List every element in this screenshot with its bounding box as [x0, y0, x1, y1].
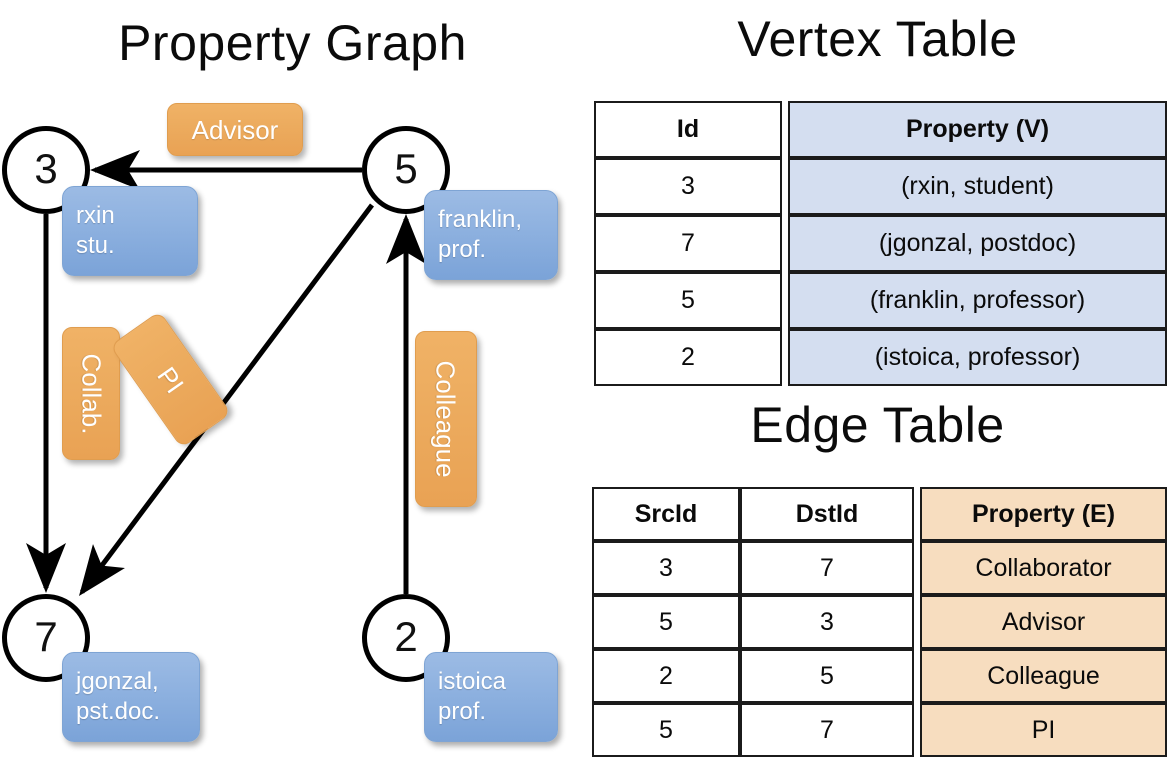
vertex-row-1-property: (jgonzal, postdoc) [788, 215, 1167, 272]
node-2-property-line-2: prof. [438, 698, 487, 725]
node-2-property-line-1: istoica [438, 668, 507, 695]
edge-row-2-dst: 5 [740, 649, 914, 703]
edge-table-header-dstid: DstId [740, 487, 914, 541]
node-5-property-line-1: franklin, [438, 206, 523, 233]
table-row[interactable]: 3 7 Collaborator [592, 541, 1167, 595]
vertex-row-3-property: (istoica, professor) [788, 329, 1167, 386]
node-5-property-line-2: prof. [438, 236, 487, 263]
edge-label-advisor-text: Advisor [191, 114, 279, 145]
edge-table: SrcId DstId Property (E) 3 7 Collaborato… [592, 487, 1167, 757]
node-7-property-line-1: jgonzal, [76, 668, 159, 695]
edge-row-0-src: 3 [592, 541, 740, 595]
node-3-property-line-2: stu. [76, 232, 115, 259]
node-3-property-box: rxin stu. [62, 186, 198, 276]
table-row[interactable]: 2 (istoica, professor) [594, 329, 1167, 386]
node-7-property-line-2: pst.doc. [76, 698, 161, 725]
vertex-row-2-id: 5 [594, 272, 782, 329]
graph-node-7-id: 7 [34, 613, 58, 661]
edge-label-colleague: Colleague [415, 331, 477, 507]
edge-label-colleague-text: Colleague [431, 360, 461, 478]
edge-row-2-src: 2 [592, 649, 740, 703]
node-7-property-box: jgonzal, pst.doc. [62, 652, 200, 742]
graph-node-3-id: 3 [34, 145, 58, 193]
vertex-row-0-property: (rxin, student) [788, 158, 1167, 215]
vertex-table: Id Property (V) 3 (rxin, student) 7 (jgo… [594, 101, 1167, 386]
property-graph-diagram: 3 5 7 2 rxin stu. franklin, prof. jgonza… [2, 103, 558, 742]
table-row[interactable]: 5 7 PI [592, 703, 1167, 757]
node-3-property-line-1: rxin [76, 202, 115, 229]
graph-node-5-id: 5 [394, 145, 418, 193]
edge-label-advisor: Advisor [167, 103, 303, 156]
edge-row-1-dst: 3 [740, 595, 914, 649]
edge-row-0-dst: 7 [740, 541, 914, 595]
edge-table-header-property: Property (E) [920, 487, 1167, 541]
graph-edges-svg [26, 150, 426, 597]
table-row[interactable]: 7 (jgonzal, postdoc) [594, 215, 1167, 272]
table-row[interactable]: 5 3 Advisor [592, 595, 1167, 649]
edge-row-1-src: 5 [592, 595, 740, 649]
vertex-row-2-property: (franklin, professor) [788, 272, 1167, 329]
edge-label-collab: Collab. [62, 327, 120, 460]
vertex-table-header-row: Id Property (V) [594, 101, 1167, 158]
vertex-row-0-id: 3 [594, 158, 782, 215]
edge-label-pi-text: PI [151, 360, 190, 399]
vertex-table-header-id: Id [594, 101, 782, 158]
vertex-row-1-id: 7 [594, 215, 782, 272]
edge-row-3-property: PI [920, 703, 1167, 757]
graph-node-5[interactable]: 5 [362, 126, 450, 214]
edge-row-2-property: Colleague [920, 649, 1167, 703]
graph-node-2[interactable]: 2 [362, 594, 450, 682]
edge-5-to-7-pi [79, 203, 375, 597]
node-5-property-box: franklin, prof. [424, 190, 558, 280]
edge-row-3-src: 5 [592, 703, 740, 757]
table-row[interactable]: 5 (franklin, professor) [594, 272, 1167, 329]
edge-label-collab-text: Collab. [76, 353, 106, 434]
table-row[interactable]: 2 5 Colleague [592, 649, 1167, 703]
page-title-property-graph: Property Graph [118, 15, 467, 71]
vertex-table-header-property: Property (V) [788, 101, 1167, 158]
edge-table-header-srcid: SrcId [592, 487, 740, 541]
edge-row-3-dst: 7 [740, 703, 914, 757]
page-title-edge-table: Edge Table [750, 397, 1005, 453]
vertex-row-3-id: 2 [594, 329, 782, 386]
table-row[interactable]: 3 (rxin, student) [594, 158, 1167, 215]
graph-node-2-id: 2 [394, 613, 418, 661]
edge-table-header-row: SrcId DstId Property (E) [592, 487, 1167, 541]
page-title-vertex-table: Vertex Table [737, 11, 1018, 67]
node-2-property-box: istoica prof. [424, 652, 558, 742]
edge-row-0-property: Collaborator [920, 541, 1167, 595]
edge-row-1-property: Advisor [920, 595, 1167, 649]
